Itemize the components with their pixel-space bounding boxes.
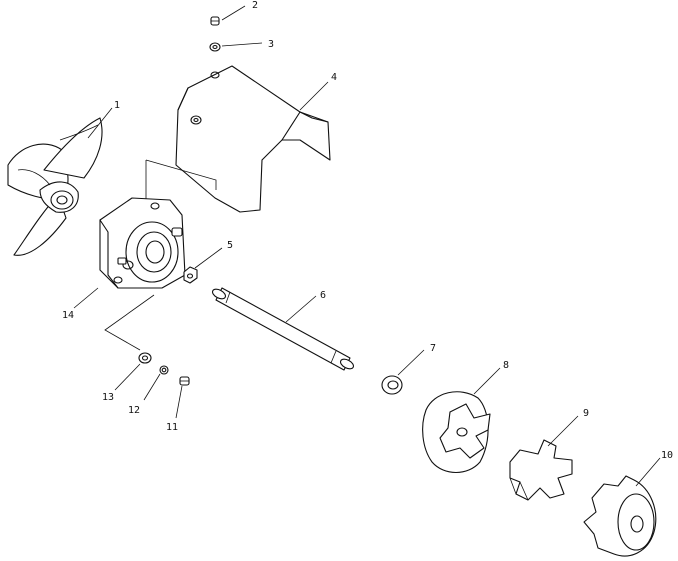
- part-13-washer: [138, 352, 152, 364]
- callout-11: 11: [166, 422, 178, 433]
- part-3-washer: [209, 42, 221, 52]
- part-12-lockwasher: [159, 365, 169, 375]
- callout-7: 7: [430, 343, 436, 354]
- callout-8: 8: [503, 360, 509, 371]
- part-10-coupling: [583, 475, 657, 557]
- callout-6: 6: [320, 290, 326, 301]
- part-2-screw: [210, 16, 220, 26]
- callout-leaders: [73, 5, 661, 487]
- part-1-propeller: [7, 117, 103, 256]
- callout-4: 4: [331, 72, 337, 83]
- callout-10: 10: [661, 450, 673, 461]
- part-6-shaft: [211, 287, 355, 371]
- callout-13: 13: [102, 392, 114, 403]
- callout-labels: 2 3 4 1 5 6 7 8 9 10 14 13 12 11: [62, 0, 673, 461]
- callout-2: 2: [252, 0, 258, 11]
- part-5-nut: [183, 266, 198, 284]
- callout-3: 3: [268, 39, 274, 50]
- callout-9: 9: [583, 408, 589, 419]
- part-8-coupling: [422, 391, 491, 474]
- part-11-bolt: [179, 376, 190, 386]
- assembly-line-hardware: [104, 294, 155, 351]
- part-9-spider: [509, 439, 573, 501]
- part-14-housing: [99, 197, 186, 289]
- callout-14: 14: [62, 310, 74, 321]
- part-4-cover: [175, 65, 331, 213]
- assembly-line-cover: [145, 159, 217, 190]
- callout-1: 1: [114, 100, 120, 111]
- callout-5: 5: [227, 240, 233, 251]
- callout-12: 12: [128, 405, 140, 416]
- part-7-washer: [381, 375, 403, 395]
